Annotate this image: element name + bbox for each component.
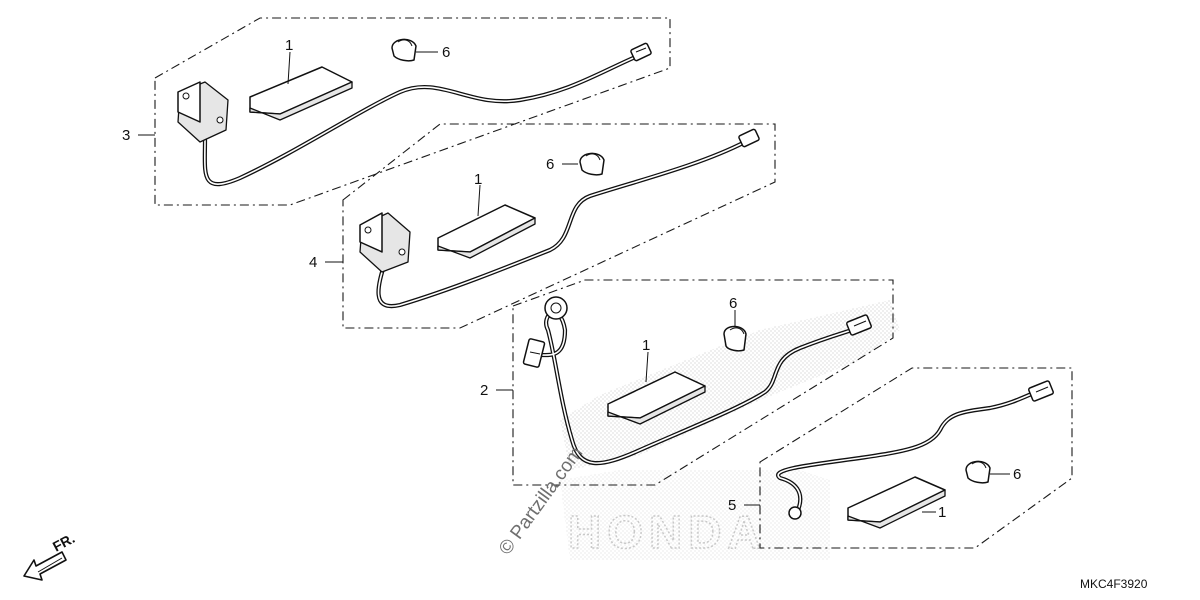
group-3-frame bbox=[154, 17, 671, 206]
group-5-end-connector bbox=[1028, 380, 1054, 402]
group-assembly-5: 1 6 5 bbox=[728, 367, 1073, 549]
callout-g5-pad: 1 bbox=[938, 504, 946, 521]
front-arrow-icon bbox=[23, 551, 67, 581]
callout-g3-pad: 1 bbox=[285, 37, 293, 54]
group-assembly-2: 1 6 2 bbox=[480, 279, 894, 486]
group-3-connector bbox=[630, 42, 652, 62]
group-2-ring-terminal bbox=[544, 296, 568, 320]
callout-g4-pad: 1 bbox=[474, 171, 482, 188]
group-2-clip bbox=[723, 325, 747, 352]
group-4-clip bbox=[579, 152, 605, 176]
callout-g2-pad: 1 bbox=[642, 337, 650, 354]
group-5-clip bbox=[965, 460, 991, 484]
group-3-control-unit bbox=[177, 81, 229, 143]
callout-g2-clip: 6 bbox=[729, 295, 737, 312]
front-arrow-label: FR. bbox=[50, 530, 77, 555]
callout-g2-assembly: 2 bbox=[480, 382, 488, 399]
group-4-frame bbox=[342, 123, 776, 329]
group-3-clip bbox=[391, 38, 417, 62]
front-direction-arrow: FR. bbox=[23, 530, 77, 581]
group-4-harness-wire bbox=[376, 139, 748, 309]
group-2-end-connector bbox=[846, 314, 872, 336]
callout-g4-clip: 6 bbox=[546, 156, 554, 173]
group-5-sensor-tip bbox=[788, 506, 802, 520]
brand-watermark: HONDA bbox=[568, 506, 767, 558]
group-4-connector bbox=[738, 128, 760, 148]
group-assembly-4: 1 6 4 bbox=[309, 123, 776, 329]
group-2-plug-connector bbox=[522, 338, 546, 368]
callout-g4-assembly: 4 bbox=[309, 254, 317, 271]
callout-g5-clip: 6 bbox=[1013, 466, 1021, 483]
group-2-frame bbox=[512, 279, 894, 486]
group-4-control-unit bbox=[359, 212, 411, 273]
callout-g5-assembly: 5 bbox=[728, 497, 736, 514]
callout-g3-clip: 6 bbox=[442, 44, 450, 61]
group-3-harness-wire bbox=[202, 52, 643, 187]
callout-g3-assembly: 3 bbox=[122, 127, 130, 144]
diagram-part-code: MKC4F3920 bbox=[1080, 577, 1148, 591]
group-5-frame bbox=[759, 367, 1073, 549]
group-assembly-3: 1 6 3 bbox=[122, 17, 671, 206]
